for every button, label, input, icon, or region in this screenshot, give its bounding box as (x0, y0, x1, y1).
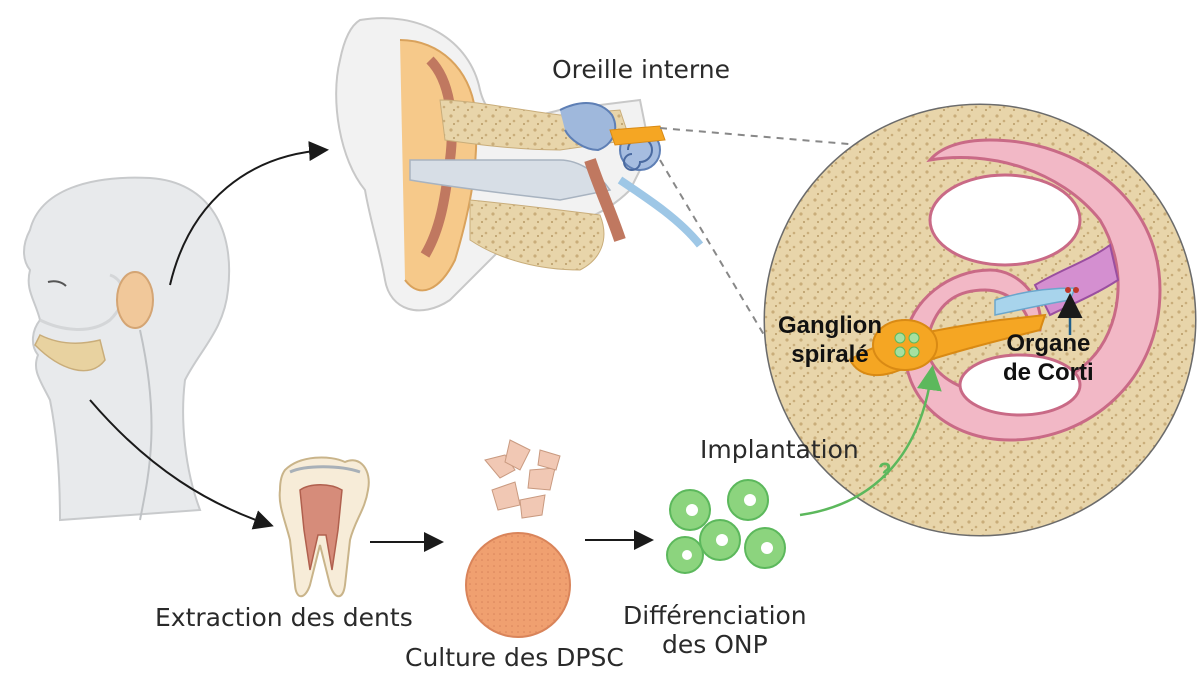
label-implantation: Implantation (700, 435, 859, 464)
zoom-line-top (659, 127, 861, 146)
tooth-illustration (278, 456, 370, 598)
arrow-head-to-ear (169, 141, 329, 286)
arrow-head-to-tooth (89, 399, 274, 530)
cochlea-zoom-circle (763, 103, 1197, 537)
onp-cells (666, 479, 786, 574)
label-inner-ear: Oreille interne (552, 55, 730, 84)
question-mark: ? (878, 458, 892, 483)
label-culture: Culture des DPSC (405, 643, 624, 672)
head-illustration (23, 176, 231, 522)
label-tooth-extraction: Extraction des dents (155, 603, 413, 632)
ear-illustration (335, 17, 704, 312)
implantation-arrow (799, 365, 942, 517)
culture-illustration (465, 439, 571, 638)
zoom-line-bottom (659, 159, 771, 346)
